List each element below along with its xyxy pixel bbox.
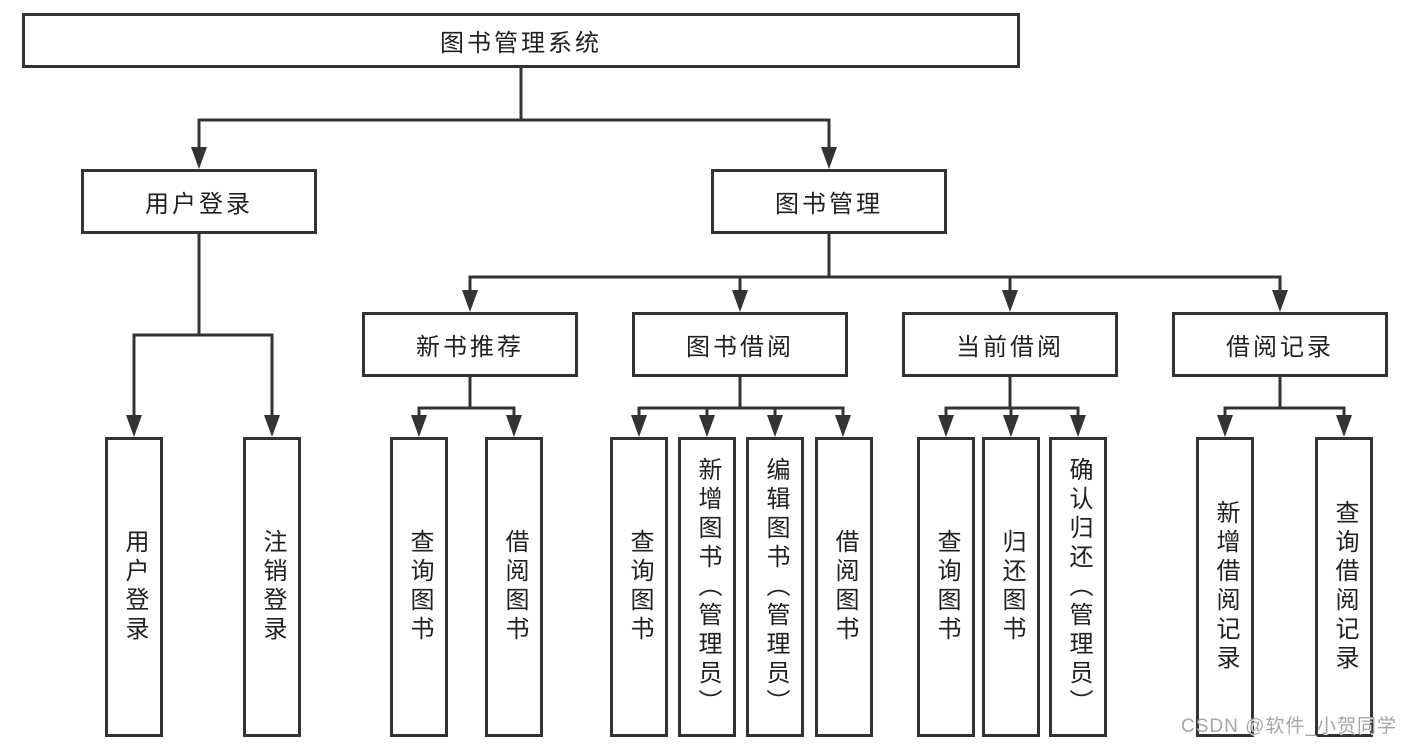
- node-label: 图书管理系统: [440, 30, 602, 57]
- leaf-add-borrow-record: 新增借阅记录: [1196, 437, 1254, 737]
- csdn-watermark: CSDN @软件_小贺同学: [1181, 716, 1397, 737]
- leaf-logout: 注销登录: [243, 437, 301, 737]
- leaf-borrow-books: 借阅图书: [815, 437, 873, 737]
- leaf-confirm-return-admin: 确认归还（管理员）: [1049, 437, 1107, 737]
- connector-book-borrow-children: [631, 375, 851, 437]
- node-label: 用户登录: [145, 191, 253, 218]
- leaf-query-books-borrow: 查询图书: [610, 437, 668, 737]
- leaf-query-books-current: 查询图书: [917, 437, 975, 737]
- leaf-edit-book-admin: 编辑图书（管理员）: [746, 437, 804, 737]
- node-book-borrow: 图书借阅: [632, 312, 848, 377]
- leaf-query-books-recommend: 查询图书: [390, 437, 448, 737]
- leaf-label: 借阅图书: [831, 529, 858, 645]
- leaf-add-book-admin: 新增图书（管理员）: [678, 437, 736, 737]
- node-label: 图书管理: [775, 191, 883, 218]
- connector-current-borrow-children: [938, 375, 1086, 437]
- node-library-management-system: 图书管理系统: [22, 13, 1020, 68]
- leaf-label: 注销登录: [259, 529, 286, 645]
- connector-borrow-records-children: [1217, 375, 1352, 437]
- leaf-return-book: 归还图书: [982, 437, 1040, 737]
- node-label: 新书推荐: [416, 334, 524, 361]
- leaf-label: 查询图书: [406, 529, 433, 645]
- leaf-borrow-books-recommend: 借阅图书: [485, 437, 543, 737]
- leaf-label: 归还图书: [998, 529, 1025, 645]
- leaf-label: 用户登录: [121, 529, 148, 645]
- leaf-label: 确认归还（管理员）: [1065, 456, 1092, 718]
- leaf-label: 新增图书（管理员）: [694, 456, 721, 718]
- leaf-label: 借阅图书: [501, 529, 528, 645]
- node-user-login: 用户登录: [81, 169, 317, 234]
- leaf-label: 编辑图书（管理员）: [762, 456, 789, 718]
- node-label: 借阅记录: [1226, 334, 1334, 361]
- node-label: 当前借阅: [956, 334, 1064, 361]
- leaf-label: 查询借阅记录: [1331, 500, 1358, 674]
- connector-book-management-children: [462, 232, 1288, 312]
- node-label: 图书借阅: [686, 334, 794, 361]
- connector-root-to-level2: [191, 66, 837, 169]
- connector-new-book-children: [411, 375, 522, 437]
- leaf-user-login: 用户登录: [105, 437, 163, 737]
- node-borrow-records: 借阅记录: [1172, 312, 1388, 377]
- leaf-label: 新增借阅记录: [1212, 500, 1239, 674]
- node-current-borrow: 当前借阅: [902, 312, 1118, 377]
- node-book-management: 图书管理: [711, 169, 947, 234]
- node-new-book-recommend: 新书推荐: [362, 312, 578, 377]
- leaf-query-borrow-record: 查询借阅记录: [1315, 437, 1373, 737]
- leaf-label: 查询图书: [933, 529, 960, 645]
- connector-user-login-children: [126, 232, 280, 437]
- leaf-label: 查询图书: [626, 529, 653, 645]
